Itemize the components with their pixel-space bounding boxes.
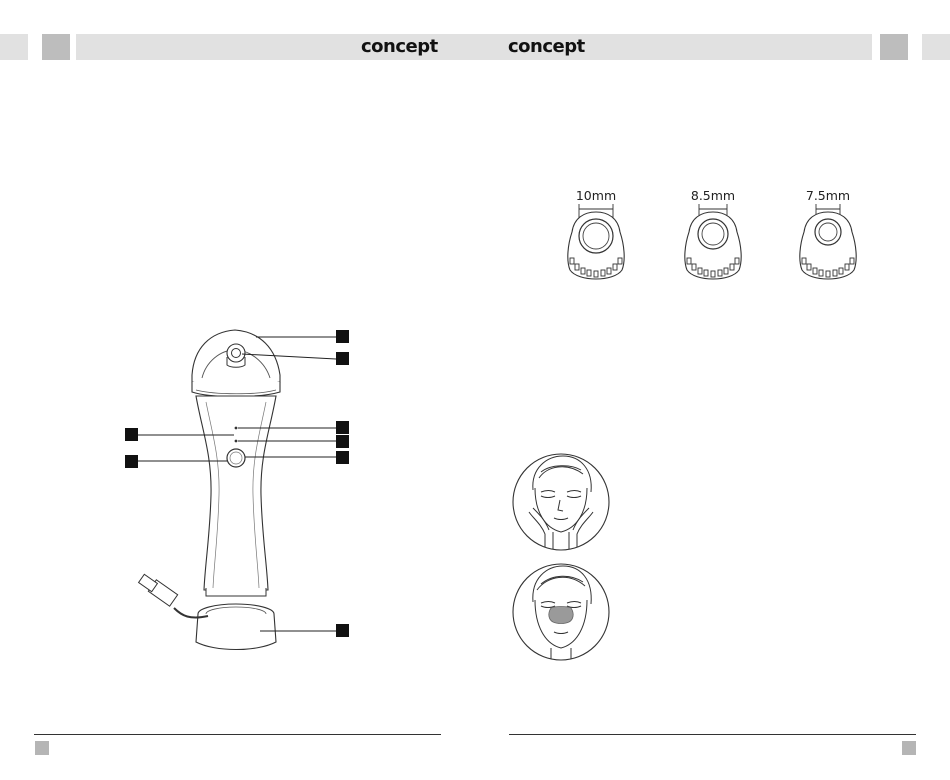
header-bar-right <box>922 34 950 60</box>
nozzle-size-label: 7.5mm <box>806 188 850 203</box>
callout-box-4 <box>336 435 349 448</box>
concept-logo-right: concept <box>508 36 585 57</box>
face-cheeks-illustration <box>511 452 611 552</box>
page-number-marker-right <box>902 741 916 755</box>
footer-line-left <box>34 734 441 735</box>
callout-box-8 <box>336 624 349 637</box>
nozzle-10mm: 10mm <box>556 182 636 292</box>
charging-base <box>196 614 276 650</box>
nozzle-8-5mm: 8.5mm <box>673 182 753 292</box>
page-number-marker-left <box>35 741 49 755</box>
nose-treatment-area <box>549 607 573 624</box>
concept-logo-left: concept <box>361 36 438 57</box>
usb-cable-icon <box>139 574 178 606</box>
footer-line-right <box>509 734 916 735</box>
header-bar-left <box>0 34 28 60</box>
callout-box-2 <box>336 352 349 365</box>
header-square-right <box>880 34 908 60</box>
face-nose-illustration <box>511 562 611 662</box>
header-square-left <box>42 34 70 60</box>
device-body <box>196 396 276 590</box>
callout-box-5 <box>336 451 349 464</box>
indicator-light-2 <box>235 440 238 443</box>
nozzle-size-label: 8.5mm <box>691 188 735 203</box>
nozzle-size-label: 10mm <box>576 188 616 203</box>
callout-box-7 <box>125 455 138 468</box>
header-bar-main <box>76 34 872 60</box>
callout-box-6 <box>125 428 138 441</box>
nozzle-7-5mm: 7.5mm <box>788 182 868 292</box>
device-illustration <box>110 320 530 680</box>
callout-box-1 <box>336 330 349 343</box>
callout-box-3 <box>336 421 349 434</box>
indicator-light-1 <box>235 427 238 430</box>
